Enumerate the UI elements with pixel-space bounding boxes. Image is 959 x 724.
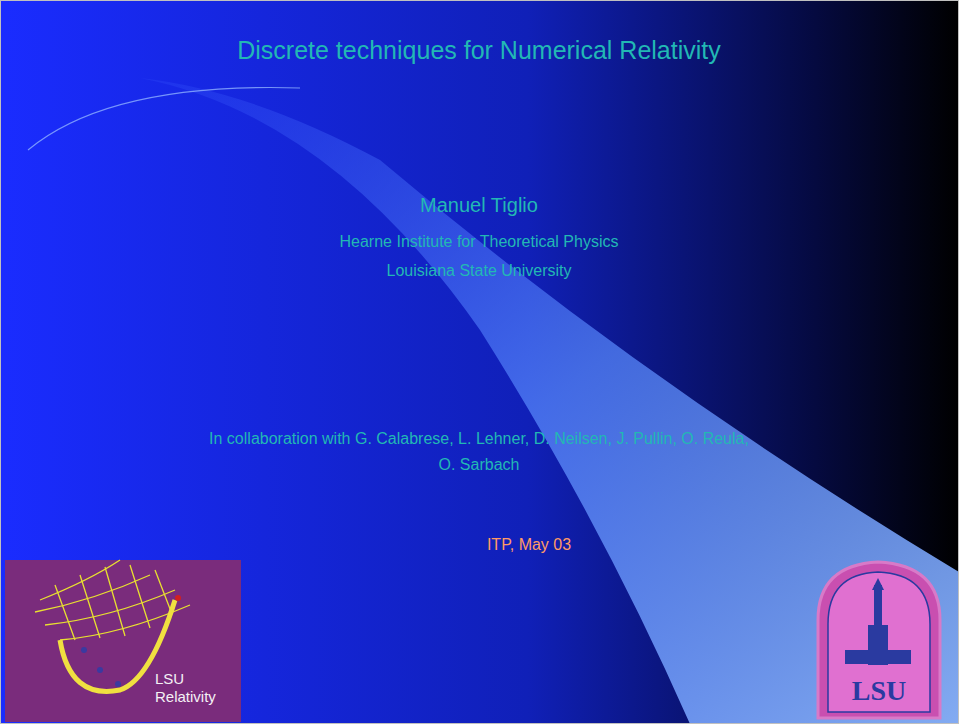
slide-title: Discrete techniques for Numerical Relati… [29,36,929,65]
logo-text: LSU Relativity [155,670,235,706]
affiliation: Hearne Institute for Theoretical Physics [179,233,779,251]
collaborators: In collaboration with G. Calabrese, L. L… [199,426,759,478]
author-name: Manuel Tiglio [179,194,779,217]
lsu-logo: LSU [818,562,940,720]
affiliation: Louisiana State University [179,262,779,280]
lsu-relativity-logo: LSU Relativity [5,560,241,722]
logo-text: LSU [824,674,934,708]
event-date: ITP, May 03 [379,536,679,554]
